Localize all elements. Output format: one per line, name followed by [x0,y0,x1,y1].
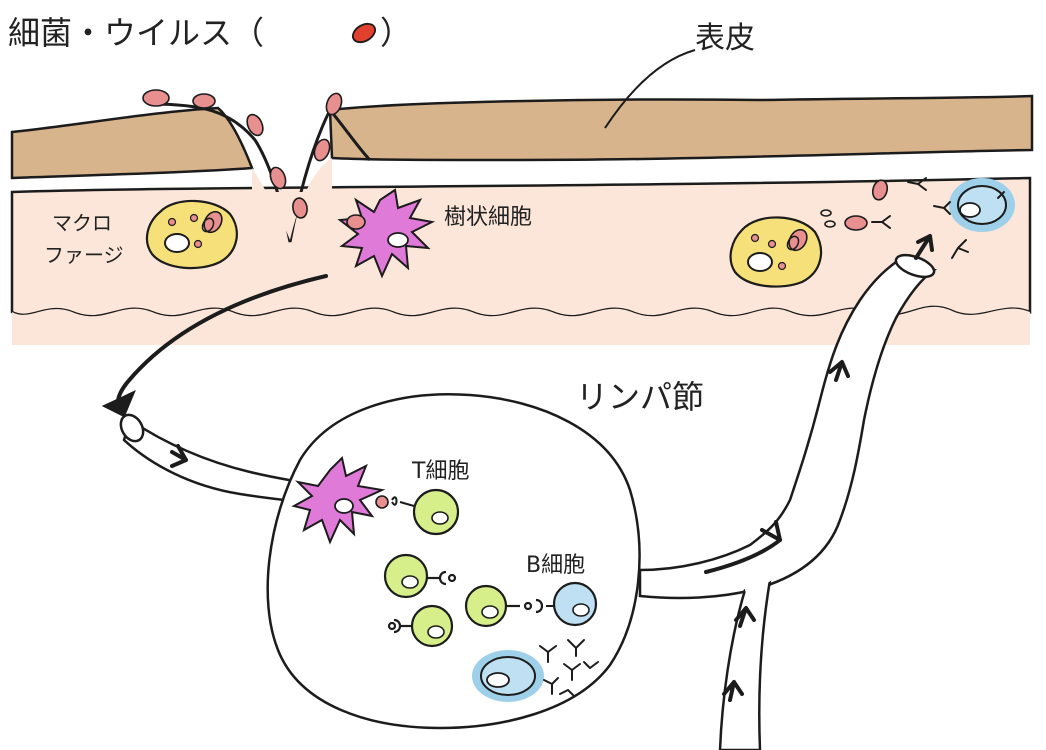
t-cell-node [391,488,460,536]
antibodies-node [539,639,599,697]
virus [325,92,343,116]
bacteria-virus-label-close: ） [380,14,412,52]
plasma-cell-node [472,650,544,702]
skin [10,49,1034,345]
virus [142,89,170,107]
epidermis-label: 表皮 [695,21,755,56]
antibody-cell-skin [949,178,1015,232]
macrophage-right [729,216,823,288]
dc-migration-arrow [116,274,328,404]
dc-arrowhead [101,390,136,418]
virus [871,179,889,201]
macrophage-label-2: ファージ [44,243,124,267]
virus-fragments [820,209,836,228]
lymphocytes [383,553,544,648]
wound-fill [252,158,332,240]
afferent-lymph-vessel [122,418,304,504]
macrophage-left [145,199,238,270]
virus [313,138,331,162]
viruses [142,89,889,231]
lymph-vessels [119,253,938,750]
dendritic-cell-skin [337,188,436,279]
lymph-node-label: リンパ節 [576,378,704,416]
antibodies-skin [871,177,1005,259]
virus [269,166,287,190]
virus [192,93,216,109]
b-cell-node [546,581,598,627]
virus-legend-icon [351,22,377,44]
dendritic-cell-node [291,456,389,545]
epidermis-pointer [604,49,696,129]
wound-cut [149,102,372,243]
macrophage-label: マクロ [52,211,112,235]
flow-arrows [116,234,934,702]
bacteria-virus-label: 細菌・ウイルス（ [8,14,264,52]
virus [844,215,868,231]
virus [246,113,264,137]
dermis-lower-band [12,306,1030,345]
b-cell-label: B細胞 [526,553,585,578]
virus [292,197,308,219]
lower-lymph-vessel [718,578,772,750]
t-cell-label: T細胞 [411,459,469,484]
epidermis-right [328,94,1034,162]
epidermis-left [10,106,254,180]
dendritic-cell-label: 樹状細胞 [444,205,532,230]
